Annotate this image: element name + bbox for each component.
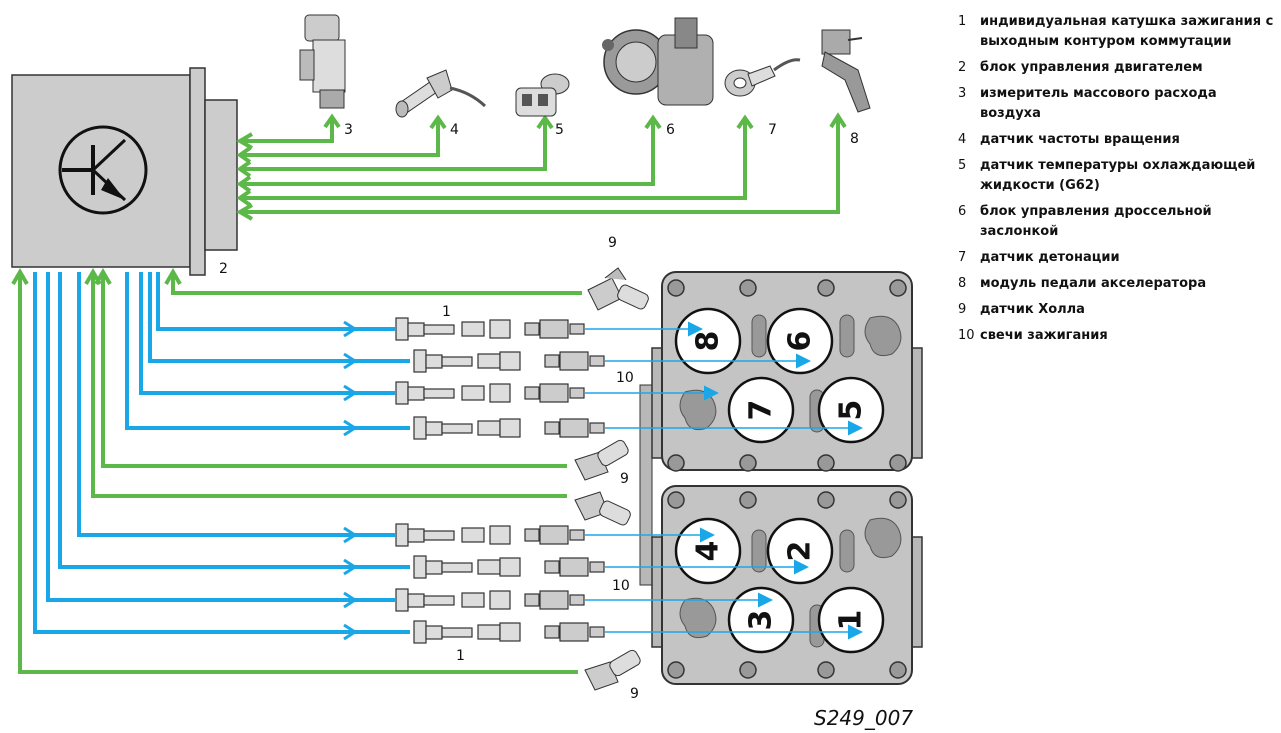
hall-sensor-bottom-icon: [584, 649, 641, 691]
cylinder-label: 2: [783, 541, 818, 562]
hall-sensor-lines: [11, 268, 582, 674]
component-legend: 1 индивидуальная катушка зажигания с выхо…: [958, 12, 1278, 352]
ignition-output-arrowheads: [343, 320, 358, 641]
legend-item: 9 датчик Холла: [958, 300, 1278, 320]
cylinder-label: 4: [691, 541, 726, 562]
legend-number: 2: [958, 60, 967, 75]
spark-plug-icon: [544, 622, 605, 642]
callout-9-top: 9: [608, 235, 617, 251]
spark-plug-icon: [524, 319, 585, 339]
ignition-output-lines: [33, 272, 410, 634]
knock-sensor-icon: [724, 58, 801, 97]
legend-text: датчик частоты вращения: [980, 132, 1180, 147]
spark-plugs: [524, 319, 605, 642]
ignition-coils: [395, 317, 521, 644]
figure-id: S249_007: [814, 706, 914, 730]
spark-plug-icon: [544, 557, 605, 577]
legend-item: 4 датчик частоты вращения: [958, 130, 1278, 150]
spark-plug-icon: [524, 383, 585, 403]
callout-10-bottom: 10: [612, 578, 630, 594]
transistor-symbol-icon: [58, 125, 148, 215]
mass-airflow-sensor-icon: [299, 14, 346, 109]
legend-number: 10: [958, 328, 975, 343]
legend-number: 3: [958, 86, 967, 101]
spark-plug-icon: [544, 351, 605, 371]
callout-10-top: 10: [616, 370, 634, 386]
legend-number: 1: [958, 14, 967, 29]
callout-9-bottom: 9: [630, 686, 639, 702]
legend-text: блок управления дроссельной заслонкой: [980, 204, 1212, 239]
legend-text: датчик Холла: [980, 302, 1085, 317]
legend-number: 5: [958, 158, 967, 173]
callout-2: 2: [219, 261, 228, 277]
legend-number: 8: [958, 276, 967, 291]
cylinder-label: 1: [834, 610, 869, 631]
legend-item: 3 измеритель массового расхода воздуха: [958, 84, 1278, 124]
cylinder-label: 5: [834, 400, 869, 421]
callout-8: 8: [850, 131, 859, 147]
legend-item: 10 свечи зажигания: [958, 326, 1278, 346]
callout-1-bottom: 1: [456, 648, 465, 664]
callout-4: 4: [450, 122, 459, 138]
legend-item: 8 модуль педали акселератора: [958, 274, 1278, 294]
legend-item: 7 датчик детонации: [958, 248, 1278, 268]
speed-sensor-icon: [395, 69, 487, 118]
cylinder-label: 3: [744, 610, 779, 631]
hall-sensor-mid-lower-icon: [574, 491, 631, 526]
callout-5: 5: [555, 122, 564, 138]
legend-number: 6: [958, 204, 967, 219]
coolant-temperature-sensor-icon: [515, 73, 570, 117]
callout-6: 6: [666, 122, 675, 138]
legend-item: 1 индивидуальная катушка зажигания с выхо…: [958, 12, 1278, 52]
legend-text: индивидуальная катушка зажигания с выход…: [980, 14, 1274, 49]
ignition-coil-icon: [395, 588, 511, 612]
accelerator-pedal-module-icon: [821, 29, 871, 113]
legend-item: 5 датчик температуры охлаждающей жидкости…: [958, 156, 1278, 196]
legend-text: датчик температуры охлаждающей жидкости …: [980, 158, 1256, 193]
ignition-coil-icon: [413, 416, 521, 440]
spark-plug-icon: [544, 418, 605, 438]
throttle-control-unit-icon: [602, 17, 714, 106]
spark-plug-icon: [524, 590, 585, 610]
ignition-coil-icon: [413, 349, 521, 373]
hall-sensor-mid-upper-icon: [574, 439, 629, 481]
callout-7: 7: [768, 122, 777, 138]
sensor-input-lines: [240, 118, 840, 214]
legend-number: 9: [958, 302, 967, 317]
spark-plug-icon: [524, 525, 585, 545]
callout-3: 3: [344, 122, 353, 138]
legend-item: 2 блок управления двигателем: [958, 58, 1278, 78]
legend-item: 6 блок управления дроссельной заслонкой: [958, 202, 1278, 242]
spark-arrows: [585, 321, 863, 640]
sensor-input-arrowheads: [236, 112, 847, 221]
ignition-coil-icon: [395, 523, 511, 547]
callout-1-top: 1: [442, 304, 451, 320]
engine-cylinder-heads: [639, 271, 923, 685]
callout-9-mid: 9: [620, 471, 629, 487]
cylinder-label: 7: [744, 400, 779, 421]
hall-sensor-top-icon: [587, 267, 649, 311]
engine-control-unit: [11, 67, 238, 276]
ignition-coil-icon: [395, 381, 511, 405]
cylinder-label: 8: [691, 331, 726, 352]
legend-text: модуль педали акселератора: [980, 276, 1207, 291]
legend-text: датчик детонации: [980, 250, 1120, 265]
ignition-coil-icon: [413, 620, 521, 644]
ignition-coil-icon: [413, 555, 521, 579]
legend-text: блок управления двигателем: [980, 60, 1203, 75]
legend-number: 7: [958, 250, 967, 265]
ignition-coil-icon: [395, 317, 511, 341]
cylinder-label: 6: [783, 331, 818, 352]
legend-number: 4: [958, 132, 967, 147]
legend-text: свечи зажигания: [980, 328, 1108, 343]
legend-text: измеритель массового расхода воздуха: [980, 86, 1217, 121]
